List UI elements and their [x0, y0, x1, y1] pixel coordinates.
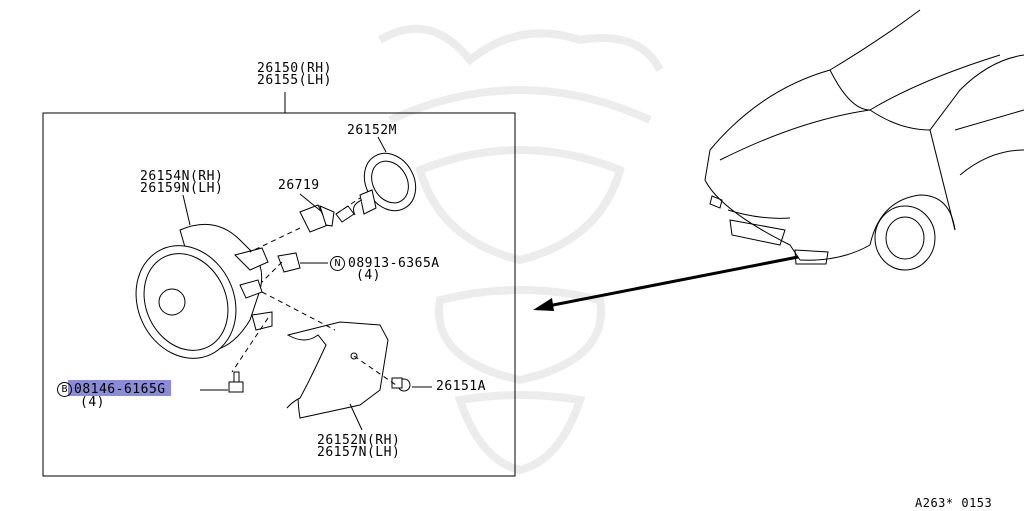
housing-rh-label: 26154N(RH) [140, 169, 224, 184]
fog-lamp-housing [135, 223, 273, 359]
assembly-part-rh-label: 26150(RH) [257, 61, 332, 76]
lamp-cover [286, 321, 389, 419]
cover-lh-label: 26157N(LH) [317, 445, 401, 460]
assembly-dashes [231, 197, 397, 386]
nut-qty-label: (4) [356, 268, 381, 283]
bolt-code-symbol: B [57, 382, 72, 397]
location-arrow [533, 255, 799, 311]
bolt-highlight[interactable] [68, 380, 171, 396]
watermark-emblem [377, 24, 664, 475]
cover-rh-label: 26152N(RH) [317, 433, 401, 448]
bulb-socket [353, 152, 417, 216]
assembly-part-lh-label: 26155(LH) [257, 73, 332, 88]
leader-lines [182, 136, 432, 431]
clip-label: 26151A [436, 379, 486, 394]
bolt-qty-label: (4) [80, 395, 105, 410]
clip [391, 377, 411, 392]
assembly-frame [42, 112, 516, 477]
car-outline [704, 9, 1024, 271]
housing-lh-label: 26159N(LH) [140, 181, 224, 196]
bulb-socket-label: 26152M [347, 123, 397, 138]
nut-code-symbol: N [330, 256, 345, 271]
bolt-part-label[interactable]: 08146-6165G [74, 382, 166, 397]
clip-nut [277, 252, 301, 273]
bulb-label: 26719 [278, 178, 320, 193]
bulb [299, 204, 355, 233]
figure-ref-label: A263* 0153 [915, 496, 993, 510]
bolt [228, 371, 244, 393]
nut-part-label: 08913-6365A [348, 256, 440, 271]
